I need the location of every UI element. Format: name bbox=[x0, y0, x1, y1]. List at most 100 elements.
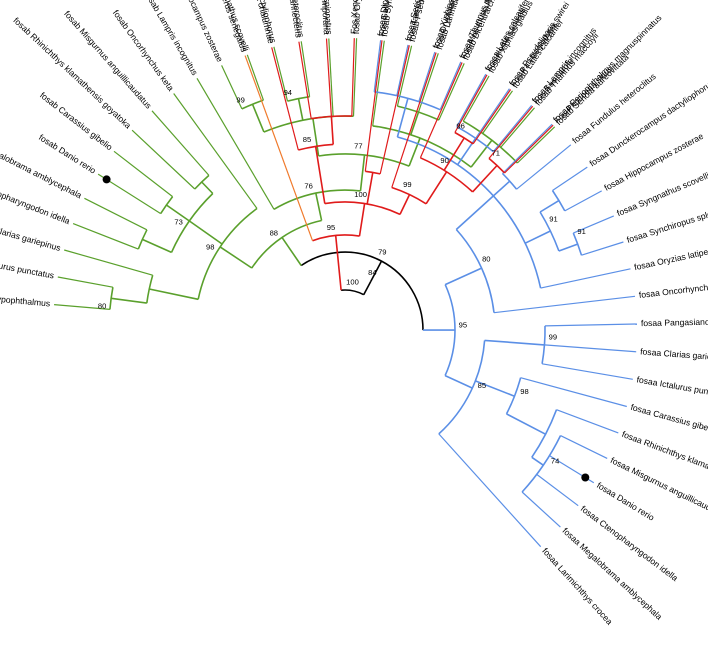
branch-b23 bbox=[500, 107, 535, 148]
branch-a19 bbox=[556, 409, 619, 434]
branch-b6 bbox=[113, 150, 173, 198]
branch-internal bbox=[251, 103, 265, 133]
branch-arc bbox=[572, 232, 583, 256]
branch-t10 bbox=[472, 89, 512, 145]
leaf-label-fosab-ictalurus-punctatus: fosab Ictalurus punctatus bbox=[0, 253, 55, 280]
branch-internal bbox=[312, 118, 320, 157]
bootstrap-b85-a: 85 bbox=[478, 381, 486, 390]
bootstrap-b98-a: 98 bbox=[520, 387, 528, 396]
branch-internal bbox=[362, 281, 372, 296]
branch-t0 bbox=[244, 55, 314, 241]
branch-t12 bbox=[504, 124, 554, 174]
branch-arc bbox=[324, 201, 401, 216]
bootstrap-b90: 90 bbox=[440, 156, 448, 165]
branch-b9 bbox=[173, 93, 258, 209]
branch-arc bbox=[420, 157, 474, 193]
branch-internal bbox=[425, 171, 448, 205]
branch-internal bbox=[399, 194, 411, 215]
branch-arc bbox=[251, 219, 322, 269]
branch-arc bbox=[137, 229, 148, 250]
branch-t8 bbox=[419, 62, 463, 159]
bootstrap-b99-mammal: 99 bbox=[403, 180, 411, 189]
leaf-label-fosaa-clarias-gariepinus: fosaa Clarias gariepinus bbox=[640, 346, 708, 363]
tree-markers bbox=[102, 175, 590, 482]
marker-danio-rerio-fosaa bbox=[581, 473, 590, 482]
branch-arc bbox=[531, 409, 558, 458]
branch-b4 bbox=[84, 197, 148, 231]
branch-a4 bbox=[456, 73, 487, 127]
branch-internal bbox=[334, 235, 342, 291]
branch-t5 bbox=[364, 40, 383, 172]
branch-internal bbox=[281, 236, 302, 266]
leaf-label-fosab-oryzias-latipes: fosab Oryzias latipes bbox=[351, 0, 364, 34]
branch-t2 bbox=[298, 41, 312, 119]
branch-internal bbox=[558, 243, 578, 252]
branch-arc bbox=[312, 234, 360, 242]
branch-arc bbox=[263, 115, 354, 133]
branch-arc bbox=[397, 136, 542, 289]
branch-b0 bbox=[54, 304, 110, 310]
branch-arc bbox=[273, 189, 361, 210]
branch-b2 bbox=[64, 249, 153, 276]
branch-b1 bbox=[57, 276, 114, 288]
branch-internal bbox=[201, 181, 214, 195]
bootstrap-b77: 77 bbox=[354, 142, 362, 151]
branch-internal bbox=[314, 146, 326, 204]
bootstrap-b99-hippo: 99 bbox=[236, 96, 244, 105]
bootstrap-b88: 88 bbox=[270, 228, 278, 237]
leaf-label-fosaa-fundulus-heteroclitus: fosaa Fundulus heteroclitus bbox=[570, 71, 658, 145]
bootstrap-b95-tetra: 95 bbox=[327, 223, 335, 232]
bootstrap-b91-b: 91 bbox=[577, 227, 585, 236]
branch-a6 bbox=[492, 105, 533, 152]
branch-a16 bbox=[544, 344, 637, 353]
branch-a7 bbox=[502, 123, 553, 174]
bootstrap-b100-tetra: 100 bbox=[354, 190, 367, 199]
branch-b15 bbox=[328, 38, 334, 117]
branch-arc bbox=[455, 228, 495, 313]
branch-a8 bbox=[516, 144, 572, 190]
branch-a11 bbox=[573, 215, 615, 234]
branch-internal bbox=[396, 98, 409, 138]
branch-arc bbox=[539, 211, 560, 252]
branch-b3 bbox=[72, 223, 139, 250]
branch-internal bbox=[358, 203, 366, 237]
leaf-label-fos-xenopus-tropicalis: Fos Xenopus tropicalis bbox=[349, 0, 362, 34]
leaf-label-fosaa-dunckerocampus-dactyliophorus: fosaa Dunckerocampus dactyliophorus bbox=[588, 78, 708, 169]
branch-arc bbox=[462, 120, 518, 164]
bootstrap-b100-root: 100 bbox=[346, 278, 359, 287]
bootstrap-b73: 73 bbox=[174, 218, 182, 227]
branch-internal bbox=[484, 339, 545, 346]
branch-internal bbox=[188, 220, 223, 245]
leaf-label-fosaa-ctenopharyngodon-idella: fosaa Ctenopharyngodon idella bbox=[579, 504, 680, 584]
branch-internal bbox=[492, 180, 511, 197]
branch-b13 bbox=[273, 46, 289, 102]
branch-arc bbox=[170, 192, 214, 253]
branch-arc bbox=[551, 190, 566, 212]
branch-b20 bbox=[438, 63, 465, 121]
branch-a24 bbox=[438, 433, 542, 548]
branch-internal bbox=[297, 98, 304, 121]
branch-internal bbox=[456, 137, 477, 166]
tree-bootstrap-values: 1008479889880737677999495809191859998749… bbox=[98, 88, 586, 466]
branch-internal bbox=[370, 260, 383, 282]
bootstrap-b95-main: 95 bbox=[459, 321, 467, 330]
branch-internal bbox=[219, 246, 253, 269]
branch-internal bbox=[506, 413, 546, 435]
branch-internal bbox=[149, 288, 199, 301]
branch-b10 bbox=[196, 77, 275, 210]
branch-internal bbox=[366, 172, 374, 205]
bootstrap-b74: 74 bbox=[551, 457, 559, 466]
branch-b16 bbox=[352, 38, 358, 117]
branch-internal bbox=[315, 192, 323, 221]
branch-arc bbox=[374, 91, 441, 111]
branch-internal bbox=[141, 238, 172, 254]
branch-internal bbox=[110, 297, 147, 304]
bootstrap-b80-b: 80 bbox=[98, 302, 106, 311]
branch-internal bbox=[359, 155, 366, 191]
branch-b14 bbox=[300, 41, 311, 97]
bootstrap-b80-a: 80 bbox=[482, 254, 490, 263]
branch-internal bbox=[472, 164, 498, 193]
leaf-label-fosab-misgurnus-anguillicaudatus: fosab Misgurnus anguillicaudatus bbox=[62, 9, 154, 111]
bootstrap-b71: 71 bbox=[492, 149, 500, 158]
